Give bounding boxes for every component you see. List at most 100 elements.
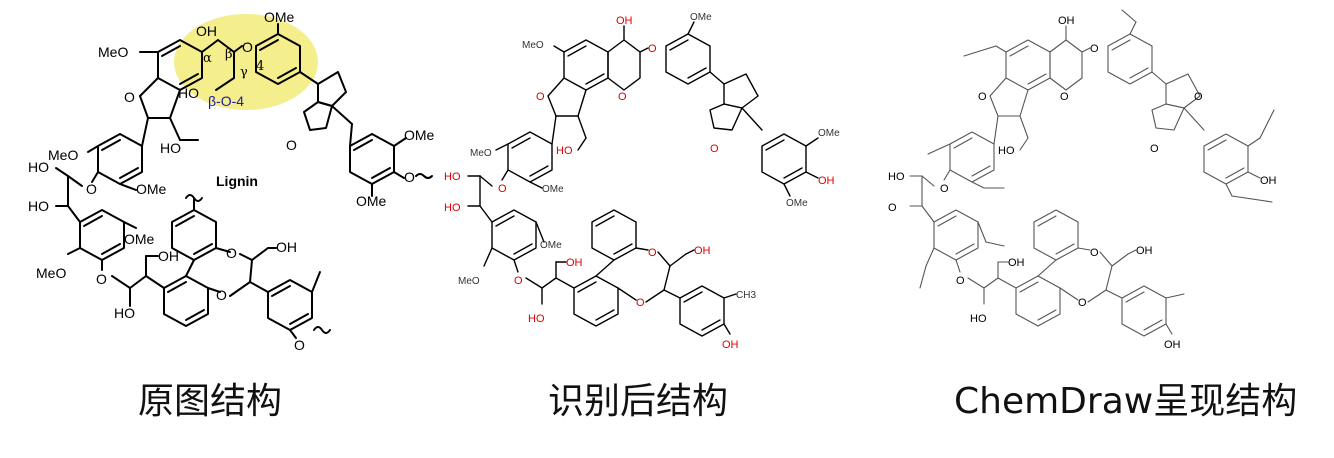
label: OH <box>1136 245 1153 257</box>
label: OMe <box>540 240 562 251</box>
label: OH <box>1008 257 1025 269</box>
ring <box>723 73 759 109</box>
recognized-structure-diagram: OH O O MeO O HO OMe O OMe OH OMe MeO OMe… <box>444 12 840 351</box>
caption-recognized: 识别后结构 <box>548 381 729 422</box>
ring <box>171 209 217 261</box>
ring <box>1121 285 1167 337</box>
label: O <box>404 169 415 185</box>
label: MeO <box>470 148 492 159</box>
label: HO <box>888 171 905 183</box>
label: O <box>1090 247 1099 259</box>
label: HO <box>444 171 461 183</box>
greek-beta: β <box>225 47 233 62</box>
ring <box>573 275 619 327</box>
label: MeO <box>522 40 544 51</box>
label: OMe <box>356 193 387 209</box>
original-structure-diagram: MeO O HO OH α β γ HO O 4 β-O-4 OMe O OMe… <box>28 9 435 353</box>
ring <box>163 275 209 327</box>
label: O <box>1194 91 1203 103</box>
ring <box>1165 73 1201 109</box>
label: O <box>1060 91 1069 103</box>
label: OMe <box>124 231 155 247</box>
label: O <box>648 247 657 259</box>
label: OMe <box>264 9 295 25</box>
label: OH <box>722 339 739 351</box>
label: O <box>536 91 545 103</box>
ring <box>665 33 711 85</box>
label: O <box>648 43 657 55</box>
label: OMe <box>818 128 840 139</box>
label: OH <box>276 239 297 255</box>
ring <box>949 131 995 183</box>
label: OMe <box>690 12 712 23</box>
label: O <box>498 183 507 195</box>
title-label: Lignin <box>216 173 258 189</box>
label: OH <box>694 245 711 257</box>
ring <box>317 71 347 107</box>
ring <box>607 39 641 91</box>
label: O <box>226 245 237 261</box>
label: OH <box>158 248 179 264</box>
ring <box>1049 39 1083 91</box>
label: MeO <box>48 147 78 163</box>
label: HO <box>114 305 135 321</box>
label: CH3 <box>736 290 756 301</box>
ring <box>303 101 333 131</box>
label: O <box>286 137 297 153</box>
label: O <box>96 271 107 287</box>
label: HO <box>528 313 545 325</box>
ring <box>1005 39 1051 91</box>
original-structure-panel: MeO O HO OH α β γ HO O 4 β-O-4 OMe O OMe… <box>20 0 440 360</box>
chemdraw-structure-panel: OH O O O HO O O OH O HO O O OH HO <box>868 0 1308 360</box>
label: OH <box>1260 175 1277 187</box>
label: MeO <box>98 44 128 60</box>
ring <box>709 103 743 131</box>
label: MeO <box>36 265 66 281</box>
label: O <box>514 275 523 287</box>
ring <box>1015 275 1061 327</box>
label: OH <box>1164 339 1181 351</box>
linkage-label: β-O-4 <box>208 93 244 109</box>
label: OH <box>616 15 633 27</box>
label: O <box>978 91 987 103</box>
ring <box>563 39 609 91</box>
ring <box>79 209 125 261</box>
label: O <box>956 275 965 287</box>
label: O <box>216 287 227 303</box>
ring <box>1033 209 1079 261</box>
label: MeO <box>458 276 480 287</box>
ring <box>97 133 143 185</box>
label: OMe <box>786 198 808 209</box>
ring <box>349 133 395 185</box>
ring <box>491 209 537 261</box>
label: OMe <box>542 184 564 195</box>
label: O <box>618 91 627 103</box>
label: HO <box>28 159 49 175</box>
label: O <box>1078 297 1087 309</box>
greek-gamma: γ <box>240 65 248 80</box>
chemdraw-structure-diagram: OH O O O HO O O OH O HO O O OH HO <box>888 9 1277 351</box>
label: O <box>888 202 897 214</box>
ring <box>933 209 979 261</box>
label: HO <box>178 85 199 101</box>
label: OH <box>566 257 583 269</box>
label: OMe <box>404 127 435 143</box>
label: O <box>1090 43 1099 55</box>
label: HO <box>444 202 461 214</box>
beta-o-4-highlight <box>174 14 318 110</box>
label: HO <box>998 145 1015 157</box>
label: HO <box>28 198 49 214</box>
label: OH <box>1058 15 1075 27</box>
label: O <box>124 89 135 105</box>
recognized-structure-panel: OH O O MeO O HO OMe O OMe OH OMe MeO OMe… <box>426 0 866 360</box>
greek-four: 4 <box>256 59 264 74</box>
ring <box>1151 103 1185 131</box>
label: OH <box>818 175 835 187</box>
ring <box>267 279 313 331</box>
label: O <box>242 39 253 55</box>
ring <box>507 131 553 183</box>
label: OH <box>196 23 217 39</box>
label: O <box>636 297 645 309</box>
caption-chemdraw: ChemDraw呈现结构 <box>954 381 1298 422</box>
ring <box>679 285 725 337</box>
